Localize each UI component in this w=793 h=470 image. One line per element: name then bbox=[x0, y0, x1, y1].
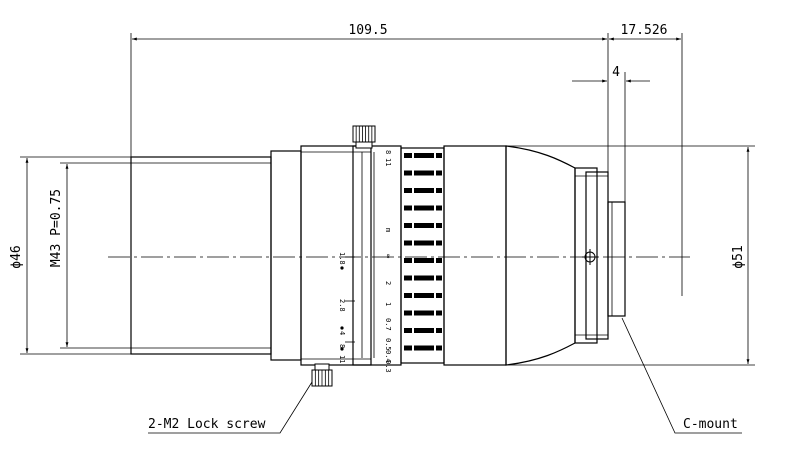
knurl-stripe bbox=[404, 275, 412, 281]
iris-label: 11 bbox=[338, 355, 346, 363]
knurl-stripe bbox=[404, 153, 412, 158]
rear-iris-label: 11 bbox=[384, 158, 392, 166]
knurl-stripe bbox=[404, 258, 412, 263]
lock-screw-callout: 2-M2 Lock screw bbox=[148, 417, 266, 432]
overall-length-label: 109.5 bbox=[348, 23, 387, 38]
knurl-pattern bbox=[404, 153, 442, 351]
knurl-stripe bbox=[404, 345, 412, 351]
rear-ring-1 bbox=[574, 167, 598, 344]
iris-label: 1.8 bbox=[338, 252, 346, 265]
iris-label: 4 bbox=[338, 331, 346, 335]
knurl-stripe bbox=[404, 328, 412, 333]
knurl-stripe bbox=[414, 153, 434, 158]
knurl-stripe bbox=[404, 188, 412, 193]
focal-point-symbol bbox=[582, 249, 598, 265]
rear-body bbox=[443, 145, 507, 366]
knurl-stripe bbox=[436, 188, 442, 193]
focus-housing bbox=[300, 145, 372, 366]
knurl-stripe bbox=[436, 310, 442, 316]
extension-lines bbox=[20, 33, 755, 366]
iris-label: 8 bbox=[338, 344, 346, 348]
filter-thread-label: M43 P=0.75 bbox=[49, 189, 64, 267]
front-diameter-label: ϕ46 bbox=[9, 245, 24, 268]
iris-label: 2.8 bbox=[338, 299, 346, 312]
focus-distance-label: 0.3 bbox=[384, 360, 392, 373]
knurl-stripe bbox=[404, 223, 412, 228]
knurl-stripe bbox=[436, 205, 442, 211]
c-mount-leader bbox=[621, 317, 742, 434]
focus-distance-label: 1 bbox=[384, 302, 392, 306]
knurl-stripe bbox=[404, 205, 412, 211]
knurl-stripe bbox=[414, 275, 434, 281]
knurl-stripe bbox=[414, 223, 434, 228]
front-hood bbox=[130, 156, 272, 355]
lock-screw-leader bbox=[148, 381, 313, 434]
knurl-stripe bbox=[414, 240, 434, 246]
knurl-stripe bbox=[436, 170, 442, 176]
mount-depth-label: 4 bbox=[612, 65, 620, 80]
knurl-stripe bbox=[404, 310, 412, 316]
knurl-stripe bbox=[414, 188, 434, 193]
knurl-stripe bbox=[404, 240, 412, 246]
lock-screw-bottom-knurl bbox=[314, 370, 330, 386]
back-focus-label: 17.526 bbox=[621, 23, 668, 38]
knurl-stripe bbox=[436, 223, 442, 228]
knurl-stripe bbox=[404, 293, 412, 298]
focus-distance-label: 0.7 bbox=[384, 318, 392, 331]
knurl-stripe bbox=[414, 293, 434, 298]
knurl-stripe bbox=[414, 205, 434, 211]
knurl-stripe bbox=[436, 153, 442, 158]
focus-distance-label: 0.5 bbox=[384, 338, 392, 351]
focus-scale-labels: m ∞ 2 1 0.7 0.5 0.4 0.3 1.8 2.8 4 8 11 8… bbox=[338, 150, 392, 373]
knurl-stripe bbox=[414, 345, 434, 351]
knurl-stripe bbox=[414, 170, 434, 176]
dimension-lines bbox=[25, 37, 750, 364]
lens-body bbox=[130, 145, 626, 366]
front-step bbox=[270, 150, 302, 361]
scale-ring bbox=[352, 145, 402, 366]
knurl-stripe bbox=[436, 275, 442, 281]
lock-screw-top bbox=[352, 125, 376, 149]
knurl-stripe bbox=[414, 310, 434, 316]
c-mount-thread bbox=[607, 201, 626, 317]
focus-distance-label: 0.4 bbox=[384, 350, 392, 363]
body-diameter-label: ϕ51 bbox=[731, 245, 746, 268]
lock-screw-top-knurl bbox=[355, 126, 373, 142]
rear-iris-label: 8 bbox=[384, 150, 392, 154]
focus-distance-label: 2 bbox=[384, 281, 392, 285]
rear-taper bbox=[505, 145, 576, 366]
knurl-stripe bbox=[436, 258, 442, 263]
c-mount-callout: C-mount bbox=[683, 417, 738, 432]
knurl-stripe bbox=[436, 328, 442, 333]
knurl-stripe bbox=[436, 293, 442, 298]
knurl-stripe bbox=[414, 328, 434, 333]
knurl-stripe bbox=[404, 170, 412, 176]
scale-dots bbox=[340, 266, 344, 351]
knurl-stripe bbox=[436, 345, 442, 351]
scale-unit: m bbox=[384, 228, 392, 232]
knurl-stripe bbox=[436, 240, 442, 246]
scale-markings bbox=[345, 152, 375, 358]
knurl-stripe bbox=[414, 258, 434, 263]
focus-distance-label: ∞ bbox=[384, 254, 392, 258]
